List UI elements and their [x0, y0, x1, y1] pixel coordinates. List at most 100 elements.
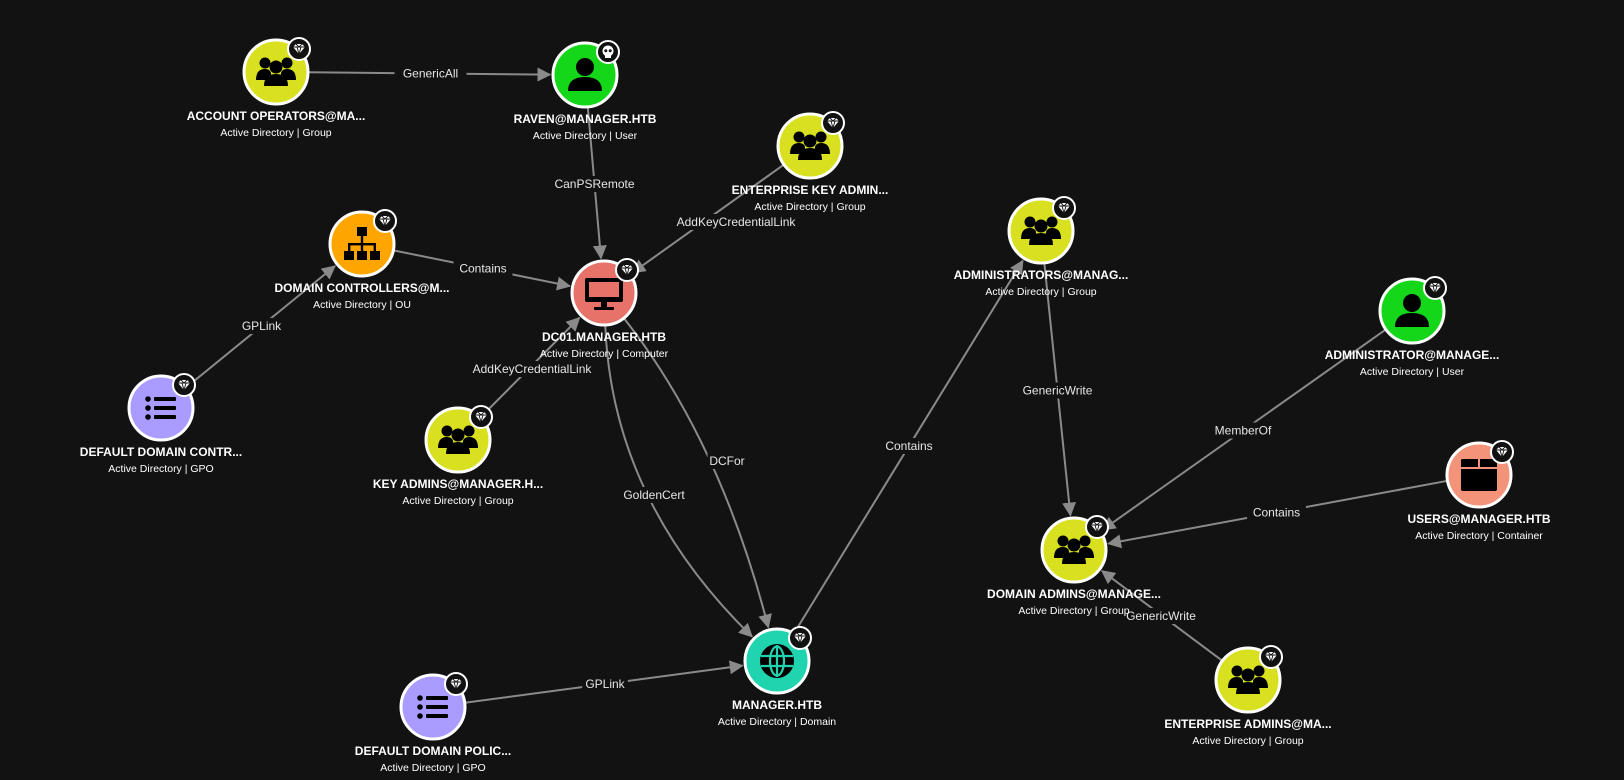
node-type-label: Active Directory | Domain [718, 716, 836, 728]
nodes-layer: ACCOUNT OPERATORS@MA... Active Directory … [80, 37, 1551, 774]
node-name: ADMINISTRATOR@MANAGE... [1325, 348, 1500, 362]
node-type-label: Active Directory | Group [220, 127, 331, 139]
edge-label: Contains [459, 262, 506, 276]
skull-badge-icon [596, 40, 620, 64]
tier-zero-diamond-icon [172, 373, 196, 397]
edge-line[interactable] [604, 324, 753, 638]
edge-label: GenericWrite [1126, 609, 1196, 623]
node-domain-controllers[interactable]: DOMAIN CONTROLLERS@M... Active Directory … [274, 209, 450, 311]
node-manager-htb[interactable]: MANAGER.HTB Active Directory | Domain [718, 626, 836, 728]
edge-addkeycredentiallink[interactable]: AddKeyCredentialLink [463, 316, 601, 419]
node-name: DOMAIN CONTROLLERS@M... [274, 281, 449, 295]
group-glyph-icon [438, 425, 478, 454]
edge-label: GenericWrite [1023, 384, 1093, 398]
tier-zero-diamond-icon [1085, 515, 1109, 539]
node-name: ENTERPRISE ADMINS@MA... [1164, 717, 1331, 731]
edge-label-background [1213, 422, 1273, 439]
node-type-label: Active Directory | GPO [108, 463, 213, 475]
node-type-label: Active Directory | Container [1415, 530, 1543, 542]
edge-genericwrite[interactable]: GenericWrite [1014, 262, 1101, 517]
node-name: MANAGER.HTB [732, 698, 822, 712]
edge-contains[interactable]: Contains [1107, 479, 1448, 549]
edges-layer: GenericAllCanPSRemoteAddKeyCredentialLin… [185, 65, 1448, 704]
edge-label: Contains [885, 439, 932, 453]
group-glyph-icon [1228, 665, 1268, 694]
node-type-label: Active Directory | Group [402, 495, 513, 507]
tier-zero-diamond-icon [788, 626, 812, 650]
edge-genericall[interactable]: GenericAll [307, 65, 552, 82]
edge-addkeycredentiallink[interactable]: AddKeyCredentialLink [631, 163, 805, 274]
edge-label-background [1118, 608, 1204, 624]
edge-contains[interactable]: Contains [393, 249, 572, 291]
node-type-label: Active Directory | Group [754, 201, 865, 213]
container-glyph-icon [1461, 459, 1497, 491]
edge-label-background [879, 438, 939, 454]
node-name: KEY ADMINS@MANAGER.H... [373, 477, 543, 491]
node-name: DEFAULT DOMAIN CONTR... [80, 445, 242, 459]
edge-label-background [707, 453, 747, 469]
group-glyph-icon [1054, 535, 1094, 564]
edge-label: CanPSRemote [554, 177, 634, 191]
group-glyph-icon [1021, 216, 1061, 245]
node-default-domain-controllers-gpo[interactable]: DEFAULT DOMAIN CONTR... Active Directory … [80, 373, 242, 475]
edge-label: Contains [1253, 506, 1300, 520]
edge-label: GenericAll [403, 67, 458, 81]
tier-zero-diamond-icon [469, 405, 493, 429]
node-type-label: Active Directory | OU [313, 299, 411, 311]
group-glyph-icon [790, 131, 830, 160]
edge-label-background [1014, 382, 1101, 399]
edge-line[interactable] [623, 317, 772, 629]
ou-glyph-icon [344, 227, 380, 260]
edge-label: AddKeyCredentialLink [677, 215, 797, 229]
edge-memberof[interactable]: MemberOf [1101, 328, 1387, 531]
node-account-operators[interactable]: ACCOUNT OPERATORS@MA... Active Directory … [187, 37, 366, 139]
edge-label: DCFor [709, 454, 744, 468]
edge-label: AddKeyCredentialLink [473, 362, 593, 376]
edge-gplink[interactable]: GPLink [185, 265, 336, 389]
node-type-label: Active Directory | User [533, 130, 638, 142]
tier-zero-diamond-icon [287, 37, 311, 61]
edge-label: GPLink [585, 677, 625, 691]
node-name: DEFAULT DOMAIN POLIC... [355, 744, 511, 758]
node-default-domain-policy[interactable]: DEFAULT DOMAIN POLIC... Active Directory … [355, 672, 511, 774]
computer-glyph-icon [585, 278, 623, 310]
edge-goldencert[interactable]: GoldenCert [604, 324, 753, 638]
tier-zero-diamond-icon [1052, 196, 1076, 220]
node-enterprise-admins[interactable]: ENTERPRISE ADMINS@MA... Active Directory … [1164, 645, 1332, 747]
edge-gplink[interactable]: GPLink [464, 660, 744, 704]
gpo-glyph-icon [417, 695, 448, 719]
gpo-glyph-icon [145, 396, 176, 420]
edge-label-background [582, 676, 628, 692]
tier-zero-diamond-icon [821, 111, 845, 135]
node-type-label: Active Directory | Group [1192, 735, 1303, 747]
edge-dcfor[interactable]: DCFor [623, 317, 772, 629]
edge-label: GoldenCert [623, 488, 685, 502]
tier-zero-diamond-icon [444, 672, 468, 696]
edge-genericwrite[interactable]: GenericWrite [1100, 570, 1223, 662]
edge-label-background [667, 214, 805, 230]
node-name: ACCOUNT OPERATORS@MA... [187, 109, 366, 123]
node-type-label: Active Directory | GPO [380, 762, 485, 774]
node-raven[interactable]: RAVEN@MANAGER.HTB Active Directory | User [514, 40, 657, 142]
node-administrator[interactable]: ADMINISTRATOR@MANAGE...Active Directory … [1325, 276, 1500, 378]
node-domain-admins[interactable]: DOMAIN ADMINS@MANAGE... Active Directory … [987, 515, 1161, 617]
edge-contains[interactable]: Contains [792, 259, 1024, 635]
edge-canpsremote[interactable]: CanPSRemote [554, 106, 635, 260]
user-glyph-icon [568, 58, 602, 91]
node-type-label: Active Directory | Group [985, 286, 1096, 298]
edge-label-background [238, 318, 285, 334]
node-administrators[interactable]: ADMINISTRATORS@MANAG... Active Directory … [954, 196, 1129, 298]
node-type-label: Active Directory | Group [1018, 605, 1129, 617]
tier-zero-diamond-icon [1490, 440, 1514, 464]
node-name: ADMINISTRATORS@MANAG... [954, 268, 1129, 282]
node-name: DOMAIN ADMINS@MANAGE... [987, 587, 1161, 601]
node-type-label: Active Directory | Computer [540, 348, 669, 360]
node-key-admins[interactable]: KEY ADMINS@MANAGER.H... Active Directory … [373, 405, 543, 507]
node-enterprise-key-admins[interactable]: ENTERPRISE KEY ADMIN...Active Directory … [732, 111, 889, 213]
edge-label-background [618, 487, 690, 503]
edge-label-background [453, 260, 513, 277]
node-name: RAVEN@MANAGER.HTB [514, 112, 657, 126]
